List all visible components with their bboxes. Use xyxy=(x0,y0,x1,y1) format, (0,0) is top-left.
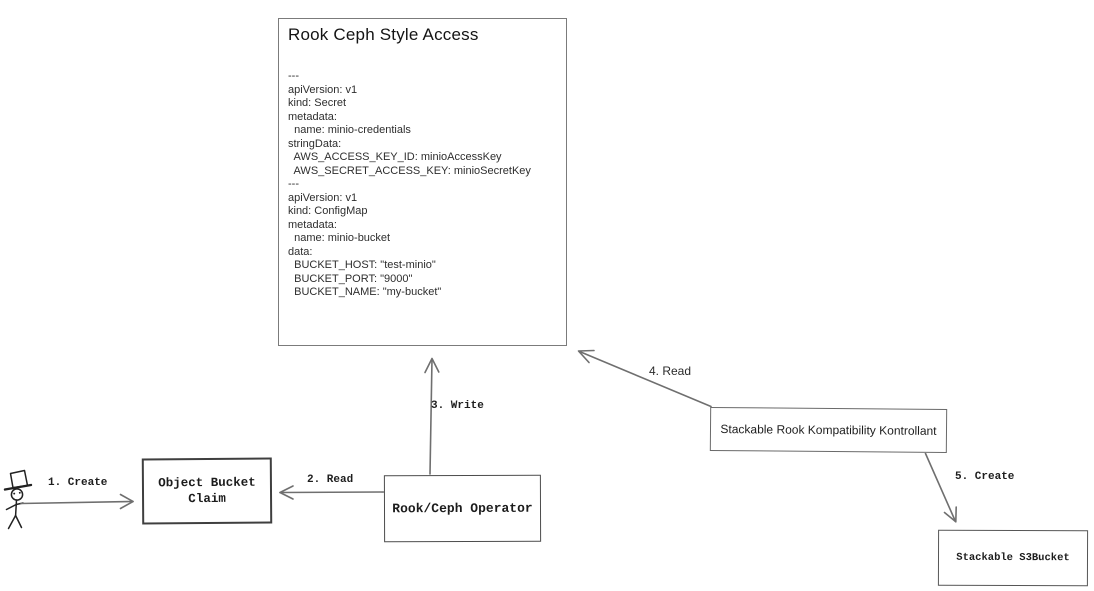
stickman-leg-right xyxy=(14,514,23,529)
arrow-create-obc xyxy=(20,493,134,510)
arrow-shaft xyxy=(924,452,957,523)
node-label: Stackable S3Bucket xyxy=(956,551,1070,565)
arrowhead-up-left xyxy=(577,349,595,364)
edge-label-read-obc: 2. Read xyxy=(307,474,354,486)
arrowhead-down-right xyxy=(943,506,957,523)
stickman-arm-left xyxy=(5,503,17,511)
arrowhead-left xyxy=(279,485,294,500)
arrow-shaft xyxy=(578,350,712,408)
stickman-eye-right xyxy=(18,491,21,494)
node-label: Stackable Rook Kompatibility Kontrollant xyxy=(720,422,937,438)
edge-label-write-manifests: 3. Write xyxy=(431,400,484,412)
arrow-read-manifests xyxy=(577,349,712,408)
main-box-title: Rook Ceph Style Access xyxy=(288,25,479,44)
arrow-shaft xyxy=(279,491,385,494)
node-object-bucket-claim: Object Bucket Claim xyxy=(141,457,273,525)
arrowhead-up xyxy=(424,357,440,374)
arrow-create-s3bucket xyxy=(924,452,957,523)
arrowhead-right xyxy=(119,493,134,510)
stickman-eye-left xyxy=(13,492,16,495)
edge-label-read-manifests: 4. Read xyxy=(649,364,692,378)
node-label: Object Bucket Claim xyxy=(158,475,256,507)
node-label: Rook/Ceph Operator xyxy=(392,500,533,517)
arrow-write-manifests xyxy=(424,357,440,475)
edge-label-create-s3bucket: 5. Create xyxy=(955,471,1015,483)
stickman-leg-left xyxy=(7,514,17,530)
stickman-top-hat-icon xyxy=(3,469,33,530)
arrow-shaft xyxy=(429,358,433,475)
yaml-manifest-text: --- apiVersion: v1 kind: Secret metadata… xyxy=(288,70,531,298)
node-stackable-rook-kompatibility-kontrollant: Stackable Rook Kompatibility Kontrollant xyxy=(709,406,948,454)
stickman-body xyxy=(14,499,18,517)
node-rook-ceph-style-access: Rook Ceph Style Access --- apiVersion: v… xyxy=(278,18,567,346)
arrow-read-obc xyxy=(279,485,385,500)
edge-label-create-obc: 1. Create xyxy=(48,477,108,489)
node-stackable-s3bucket: Stackable S3Bucket xyxy=(937,529,1089,587)
stickman-head xyxy=(10,488,24,501)
node-rook-ceph-operator: Rook/Ceph Operator xyxy=(383,474,542,543)
top-hat-brim xyxy=(3,483,33,491)
arrow-shaft xyxy=(20,500,134,505)
